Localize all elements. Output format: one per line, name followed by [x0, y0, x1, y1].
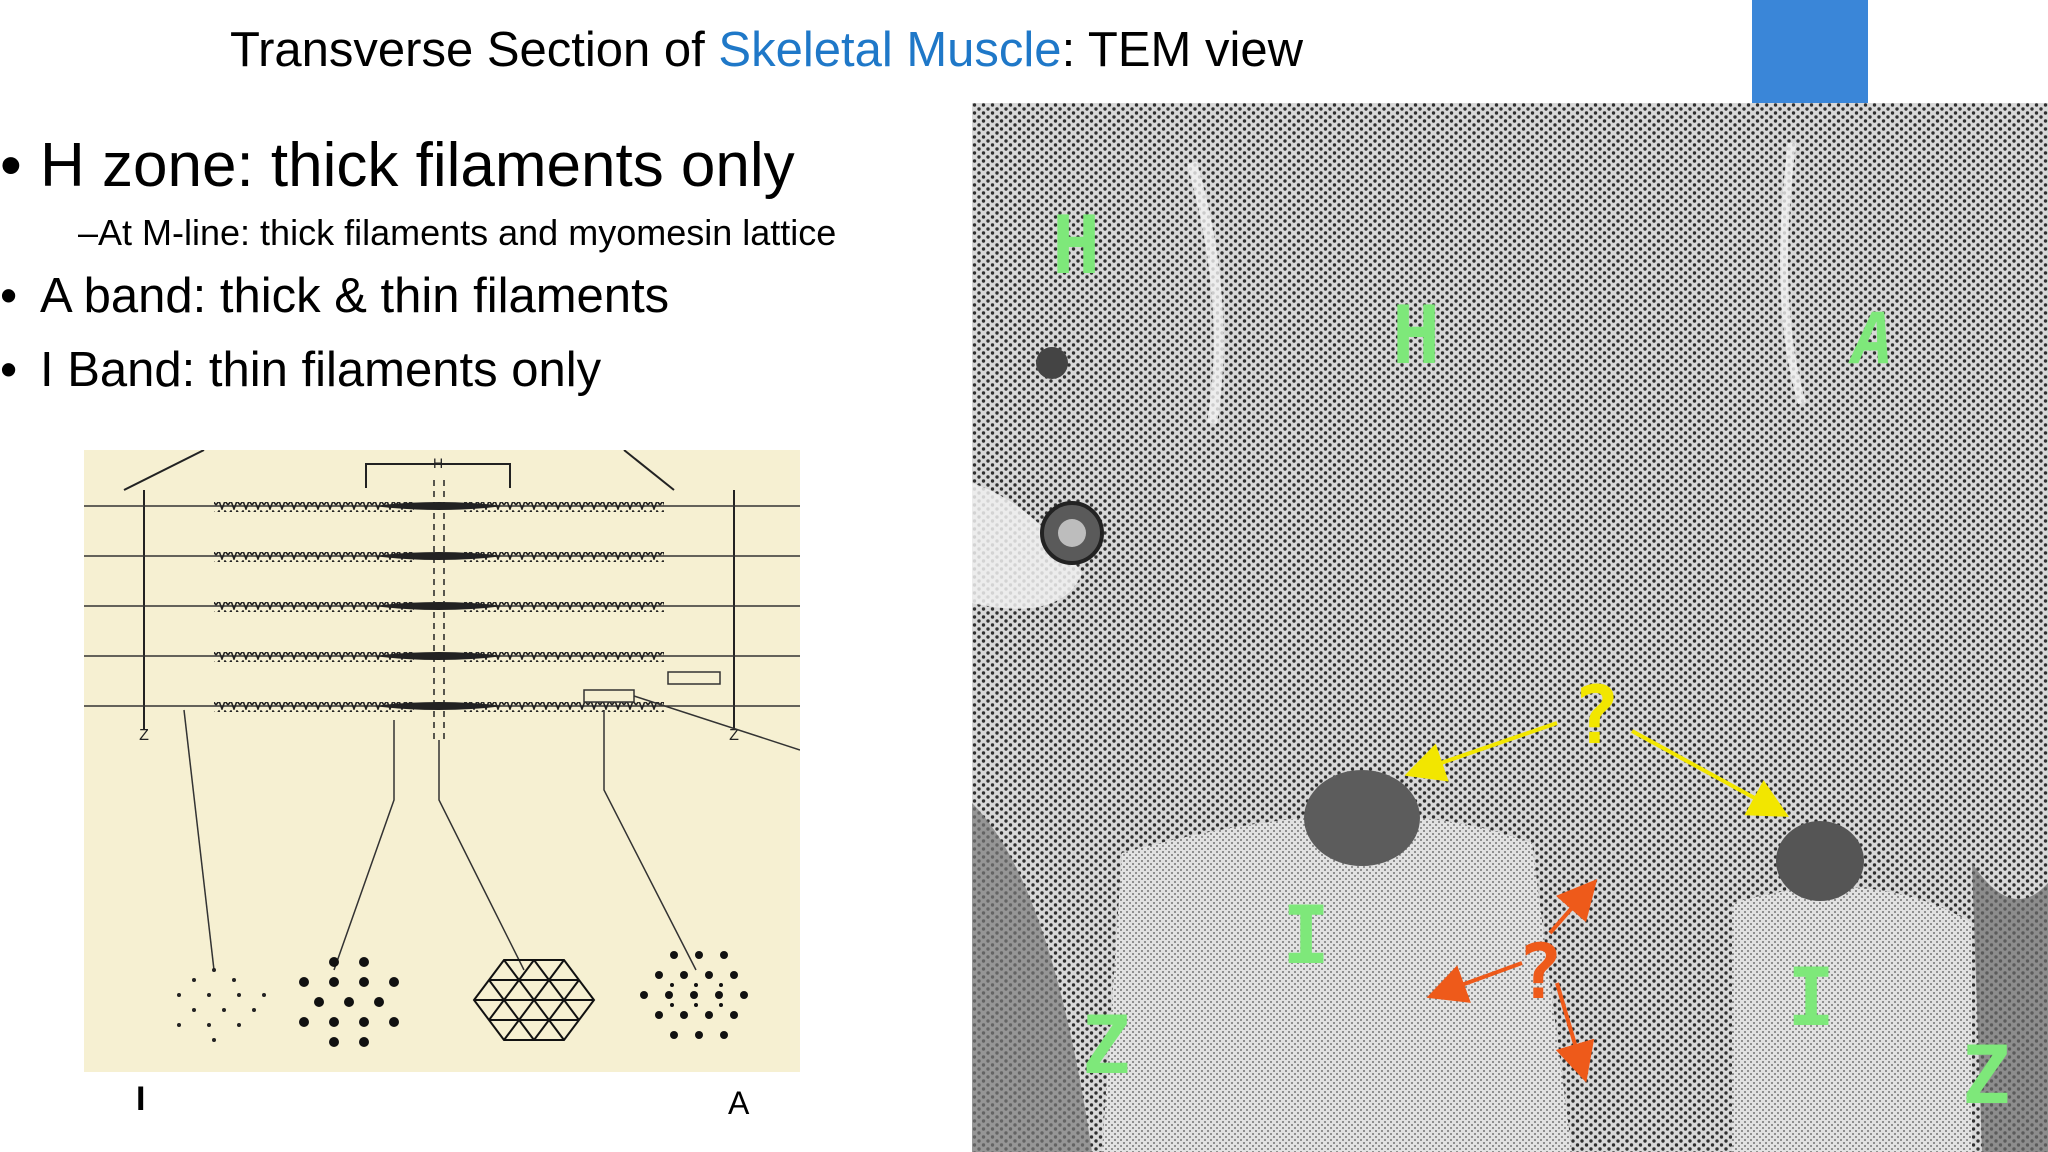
- diagram-bottom-label-a: A: [728, 1085, 750, 1121]
- label-h-center: H: [1392, 289, 1440, 382]
- pale-cleft: [1187, 161, 1224, 424]
- leader-line: [603, 710, 697, 971]
- bullet-i-band-text: I Band: thin filaments only: [40, 343, 602, 397]
- dark-body-right: [1776, 821, 1864, 901]
- yellow-arrow-left: [1404, 721, 1558, 782]
- label-i-left: I: [1282, 889, 1330, 982]
- tem-micrograph: H H A I I Z Z ? ?: [972, 103, 2048, 1152]
- label-i-right: I: [1787, 951, 1835, 1044]
- cross-section-m-line: [472, 959, 596, 1041]
- label-z-right: Z: [1962, 1029, 2010, 1122]
- z-left-label: Z: [139, 727, 149, 744]
- orange-arrow-up: [1548, 878, 1598, 935]
- z-right-label: Z: [729, 727, 739, 744]
- orange-arrow-down: [1555, 982, 1595, 1083]
- label-a: A: [1848, 298, 1894, 380]
- title-prefix: Transverse Section of: [230, 23, 719, 77]
- bullet-i-band: • I Band: thin filaments only: [0, 342, 601, 398]
- leader-line: [333, 720, 395, 971]
- bullet-marker: •: [0, 131, 22, 200]
- bullet-a-band-text: A band: thick & thin filaments: [40, 269, 670, 323]
- z-band-left: [972, 803, 1092, 1152]
- label-question-yellow: ?: [1572, 669, 1620, 762]
- filament-rows: [84, 502, 800, 712]
- diagram-bottom-label-i: I: [136, 1080, 146, 1118]
- sub-bullet-m-line: –At M-line: thick filaments and myomesin…: [78, 212, 837, 253]
- dark-body-left: [1304, 770, 1420, 866]
- label-question-orange: ?: [1517, 927, 1563, 1016]
- leader-line: [183, 709, 215, 971]
- orange-arrow-left: [1426, 961, 1523, 1003]
- bullet-a-band: • A band: thick & thin filaments: [0, 268, 669, 324]
- vesicle: [1036, 347, 1068, 379]
- bullet-marker: •: [0, 343, 18, 397]
- sarcomere-diagram: H Z Z: [84, 450, 800, 1072]
- filament-row: [84, 652, 800, 662]
- diagram-background: [84, 450, 800, 1072]
- i-band-region-left: [1102, 815, 1572, 1152]
- cross-section-i-band: [177, 968, 266, 1042]
- h-bracket: [365, 463, 511, 488]
- yellow-arrow-right: [1631, 729, 1790, 817]
- bullet-marker: •: [0, 269, 18, 323]
- filament-row: [84, 602, 800, 612]
- z-band-right: [1972, 863, 2048, 1152]
- pale-cleft: [972, 483, 1082, 609]
- diagram-corner-line: [123, 450, 205, 491]
- label-z-left: Z: [1082, 999, 1130, 1092]
- i-band-region-right: [1732, 887, 1972, 1152]
- diagram-pointer-line: [633, 695, 800, 751]
- title-suffix: : TEM view: [1061, 23, 1303, 77]
- filament-row: [84, 552, 800, 562]
- label-h-left: H: [1052, 199, 1100, 292]
- h-bracket-label: H: [433, 455, 443, 471]
- diagram-corner-line: [623, 450, 675, 491]
- bullet-h-zone: • H zone: thick filaments only: [0, 130, 795, 201]
- cross-section-a-band: [640, 951, 748, 1039]
- decorative-blue-block: [1752, 0, 1868, 103]
- leader-line: [438, 740, 525, 971]
- slide-title: Transverse Section of Skeletal Muscle: T…: [230, 22, 1303, 78]
- pale-cleft: [1780, 142, 1806, 405]
- vesicle-core: [1058, 519, 1086, 547]
- filament-row: [84, 702, 800, 712]
- title-accent: Skeletal Muscle: [718, 23, 1062, 77]
- bullet-h-zone-text: H zone: thick filaments only: [40, 131, 795, 200]
- diagram-box: [667, 671, 721, 685]
- cross-section-h-zone: [299, 957, 399, 1047]
- filament-row: [84, 502, 800, 512]
